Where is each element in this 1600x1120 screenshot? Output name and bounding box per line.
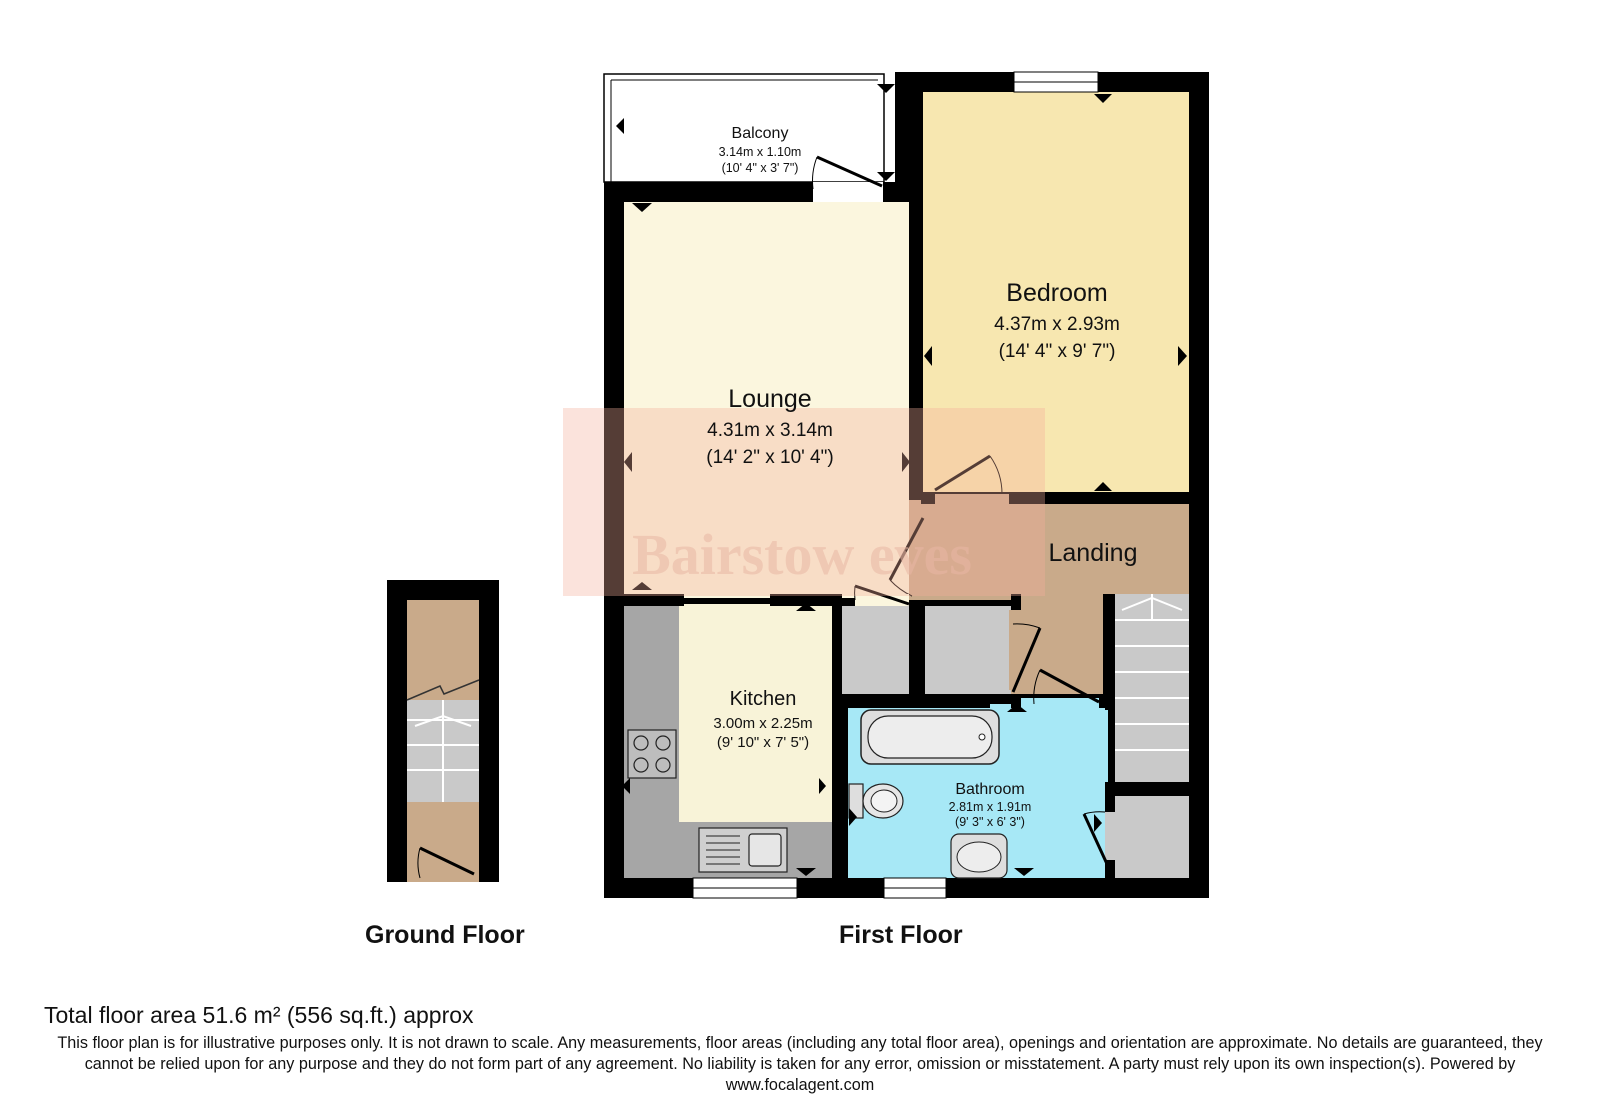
watermark: Bairstow eves xyxy=(563,408,1045,596)
disclaimer-text: This floor plan is for illustrative purp… xyxy=(57,1034,1543,1094)
bathroom-metric: 2.81m x 1.91m xyxy=(949,800,1032,814)
ground-floor-hall-lower xyxy=(407,802,479,882)
balcony-metric: 3.14m x 1.10m xyxy=(719,145,802,159)
kitchen-hob xyxy=(627,729,677,779)
kitchen-worktop xyxy=(624,604,832,878)
wash-basin xyxy=(950,833,1008,879)
measurement-markers xyxy=(616,84,1187,876)
kitchen-metric: 3.00m x 2.25m xyxy=(713,715,812,732)
landing-floor xyxy=(909,500,1189,694)
first-floor-label: First Floor xyxy=(839,921,963,949)
svg-text:Bairstow eves: Bairstow eves xyxy=(632,522,972,587)
doors xyxy=(812,155,1115,865)
ground-floor-hall-upper xyxy=(407,600,479,700)
windows xyxy=(692,71,1099,899)
bathroom-name: Bathroom xyxy=(955,781,1024,798)
bath-tub xyxy=(860,709,1000,765)
first-floor-stair-treads xyxy=(1115,594,1189,751)
bathroom-cupboard xyxy=(1115,796,1189,878)
total-floor-area: Total floor area 51.6 m² (556 sq.ft.) ap… xyxy=(44,1002,474,1028)
ground-floor-plan xyxy=(387,580,499,882)
lounge-floor xyxy=(624,202,909,598)
lounge-imperial: (14' 2" x 10' 4") xyxy=(706,447,833,468)
interior-walls xyxy=(624,72,1209,880)
bathroom-imperial: (9' 3" x 6' 3") xyxy=(955,815,1025,829)
ground-floor-door-leaf xyxy=(419,846,475,876)
cupboard-left xyxy=(841,606,911,694)
ground-floor-stair-treads xyxy=(407,700,479,802)
bedroom-metric: 4.37m x 2.93m xyxy=(994,314,1120,335)
lounge-name: Lounge xyxy=(728,385,811,413)
ground-floor-door-opening xyxy=(412,874,474,882)
cupboard-right xyxy=(925,606,1011,694)
room-labels: Balcony 3.14m x 1.10m (10' 4" x 3' 7") B… xyxy=(706,125,1137,829)
bedroom-name: Bedroom xyxy=(1006,279,1107,307)
kitchen-name: Kitchen xyxy=(730,688,797,710)
kitchen-sink xyxy=(698,827,788,873)
first-floor-plan: Bairstow eves Balcony 3.14m x 1.10m (10'… xyxy=(563,71,1209,899)
first-floor-stairs xyxy=(1115,594,1189,782)
ground-floor-label: Ground Floor xyxy=(365,921,525,949)
toilet xyxy=(848,783,904,819)
balcony-area xyxy=(603,73,885,183)
balcony-imperial: (10' 4" x 3' 7") xyxy=(722,161,799,175)
landing-name: Landing xyxy=(1049,539,1138,567)
ground-floor-door-swing xyxy=(417,847,421,879)
kitchen-imperial: (9' 10" x 7' 5") xyxy=(717,734,809,751)
bedroom-floor xyxy=(921,92,1189,492)
ground-floor-break-line xyxy=(406,679,480,701)
bedroom-imperial: (14' 4" x 9' 7") xyxy=(999,341,1116,362)
lounge-metric: 4.31m x 3.14m xyxy=(707,420,833,441)
balcony-name: Balcony xyxy=(732,125,789,142)
